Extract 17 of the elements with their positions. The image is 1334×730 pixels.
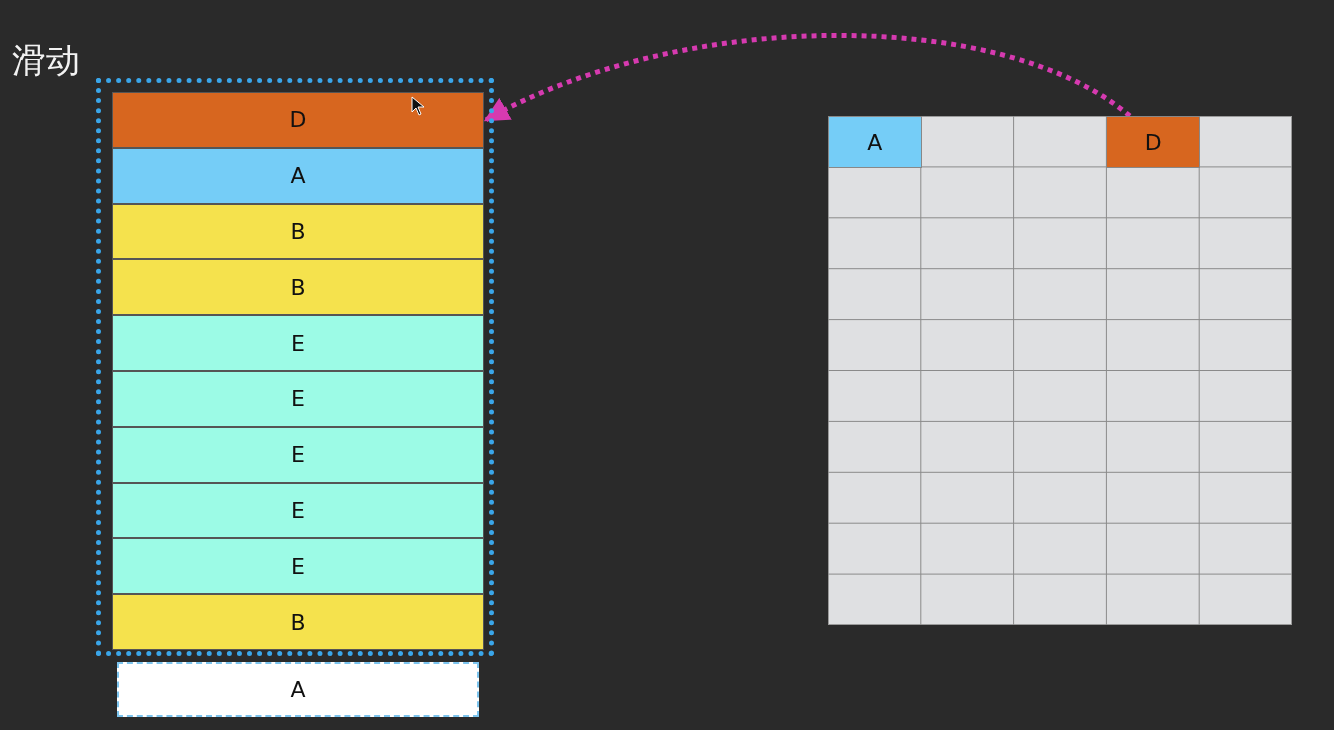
title: 滑动 xyxy=(12,39,80,82)
list-row: E xyxy=(112,538,484,595)
list-row: D xyxy=(112,92,484,148)
grid-drawing xyxy=(828,116,1292,625)
list-row: B xyxy=(112,594,484,650)
list-row: E xyxy=(112,315,484,371)
grid-cell: D xyxy=(1106,116,1201,168)
list-row: B xyxy=(112,203,484,260)
dotted-frame xyxy=(96,78,494,656)
list-row: E xyxy=(112,371,484,427)
list-row: E xyxy=(112,426,484,483)
list-row: B xyxy=(112,259,484,316)
list-row: E xyxy=(112,482,484,539)
arrow xyxy=(483,33,1132,123)
grid-cell: A xyxy=(828,116,922,168)
list-row: A xyxy=(112,147,484,204)
list-row: A xyxy=(117,662,479,717)
